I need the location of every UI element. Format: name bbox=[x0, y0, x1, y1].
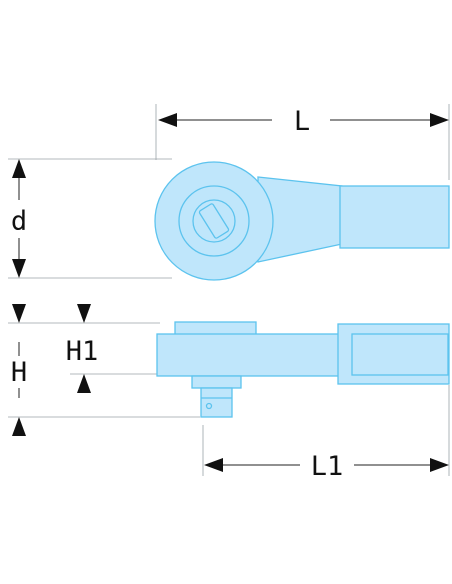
ratchet-head-inner bbox=[192, 199, 236, 243]
dimension-L1: L1 bbox=[204, 451, 449, 482]
dimension-label-L: L bbox=[294, 106, 310, 137]
dimension-d: d bbox=[11, 159, 27, 278]
arrow-head-down bbox=[12, 259, 26, 278]
drive-square bbox=[200, 387, 233, 418]
ratchet-handle-grip bbox=[351, 333, 449, 376]
detent-ball bbox=[205, 402, 213, 410]
drive-collar bbox=[191, 375, 242, 389]
arrow-head-up bbox=[77, 374, 91, 393]
arrow-head-down bbox=[77, 304, 91, 323]
ratchet-body-side bbox=[156, 333, 341, 377]
dimension-label-d: d bbox=[11, 206, 27, 237]
extension-lines bbox=[8, 104, 450, 476]
dimension-label-L1: L1 bbox=[311, 451, 344, 482]
square-drive-slot bbox=[198, 203, 230, 239]
arrow-head-up bbox=[12, 417, 26, 436]
ratchet-top-view bbox=[154, 161, 450, 281]
arrow-head-left bbox=[158, 113, 177, 127]
arrow-head-right bbox=[430, 458, 449, 472]
arrow-head-right bbox=[430, 113, 449, 127]
arrow-head-left bbox=[204, 458, 223, 472]
dimension-label-H: H bbox=[11, 357, 27, 388]
dimension-label-H1: H1 bbox=[66, 336, 99, 367]
dimension-H1: H1 bbox=[66, 304, 99, 393]
dimension-L: L bbox=[158, 106, 449, 137]
arrow-head-up bbox=[12, 159, 26, 178]
dimension-H: H bbox=[11, 304, 27, 436]
ratchet-handle-top bbox=[339, 185, 450, 249]
ratchet-head-ring bbox=[178, 185, 250, 257]
ratchet-side-view bbox=[156, 321, 450, 418]
arrow-head-down bbox=[12, 304, 26, 323]
